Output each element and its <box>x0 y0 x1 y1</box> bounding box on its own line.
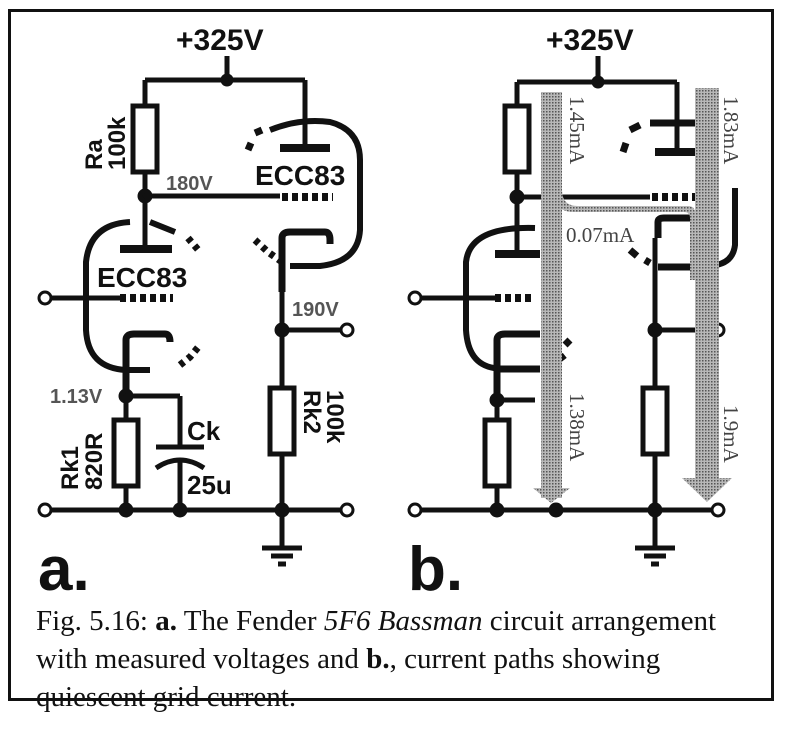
heater-dots <box>177 342 203 368</box>
heater-dots <box>627 247 652 267</box>
heater-dots <box>185 235 203 255</box>
tube-label-upper: ECC83 <box>255 160 345 191</box>
heater-dots <box>252 237 285 265</box>
ra-name: Ra <box>81 139 108 170</box>
figure-caption: Fig. 5.16: a. The Fender 5F6 Bassman cir… <box>36 602 756 716</box>
input-terminal <box>37 502 53 518</box>
junction-dot <box>118 502 134 518</box>
cathode-upper <box>278 228 334 292</box>
junction-dot <box>591 75 605 89</box>
panel-a-label: a. <box>38 535 90 604</box>
caption-a: a. <box>155 605 177 637</box>
current-arrow-right-head <box>682 478 732 502</box>
heater-dots <box>244 126 264 152</box>
output-terminal <box>339 322 355 338</box>
tube-label-lower: ECC83 <box>97 262 187 293</box>
tube-envelope-lower <box>463 224 536 371</box>
tube-envelope-lower <box>148 219 177 235</box>
cathode-voltage: 1.13V <box>50 386 103 408</box>
output-voltage: 190V <box>292 299 339 321</box>
resistor-rk1 <box>111 417 141 489</box>
input-terminal <box>37 290 53 306</box>
junction-dot <box>548 502 564 518</box>
heater-dots <box>619 121 642 154</box>
input-terminal <box>407 502 423 518</box>
tube-envelope-lower <box>83 219 150 373</box>
supply-label-a: +325V <box>176 24 264 57</box>
caption-b: b. <box>366 643 390 675</box>
junction-dot <box>172 502 188 518</box>
ra-value: 100k <box>104 116 131 170</box>
cathode-lower <box>122 330 174 395</box>
current-arrow-left <box>541 92 562 498</box>
caption-text: , current paths showing quiescent grid c… <box>36 643 661 713</box>
current-right-top: 1.83mA <box>719 96 743 165</box>
current-arrow-left-head <box>533 488 570 503</box>
tube-envelope-upper <box>715 188 738 268</box>
supply-label-b: +325V <box>546 24 634 57</box>
ck-name: Ck <box>187 416 221 446</box>
rk2-value: 100k <box>321 390 348 444</box>
current-paths <box>533 88 732 503</box>
current-right-bottom: 1.9mA <box>719 405 743 464</box>
caption-italic: 5F6 Bassman <box>323 605 483 637</box>
tube-envelope-upper <box>268 118 363 269</box>
resistor-rk1 <box>482 417 512 489</box>
output-terminal <box>339 502 355 518</box>
anode-voltage: 180V <box>166 173 213 195</box>
current-left-top: 1.45mA <box>565 96 589 165</box>
panel-a: +325V Ra 100k 180V ECC83 190V Rk2 100k <box>37 24 363 604</box>
junction-dot <box>220 73 234 87</box>
rk1-value: 820R <box>81 433 108 490</box>
current-arrow-right <box>695 88 719 488</box>
caption-text: The Fender <box>177 605 324 637</box>
resistor-ra <box>502 103 532 175</box>
junction-dot <box>274 502 290 518</box>
panel-b-label: b. <box>408 535 463 604</box>
caption-text: circuit arrangement with measured voltag… <box>36 605 717 675</box>
caption-prefix: Fig. 5.16: <box>36 605 156 637</box>
current-left-bottom: 1.38mA <box>565 393 589 462</box>
grid-current: 0.07mA <box>566 223 635 247</box>
resistor-rk2 <box>267 385 297 457</box>
rk2-name: Rk2 <box>298 390 325 434</box>
rk1-name: Rk1 <box>57 446 84 490</box>
output-terminal <box>710 502 726 518</box>
figure-frame <box>8 9 774 701</box>
resistor-ra <box>130 103 160 175</box>
input-terminal <box>407 290 423 306</box>
junction-dot <box>647 502 663 518</box>
resistor-rk2 <box>640 385 670 457</box>
cathode-upper <box>654 214 690 238</box>
cathode-lower <box>493 330 540 400</box>
junction-dot <box>489 502 505 518</box>
ck-value: 25u <box>187 470 232 500</box>
